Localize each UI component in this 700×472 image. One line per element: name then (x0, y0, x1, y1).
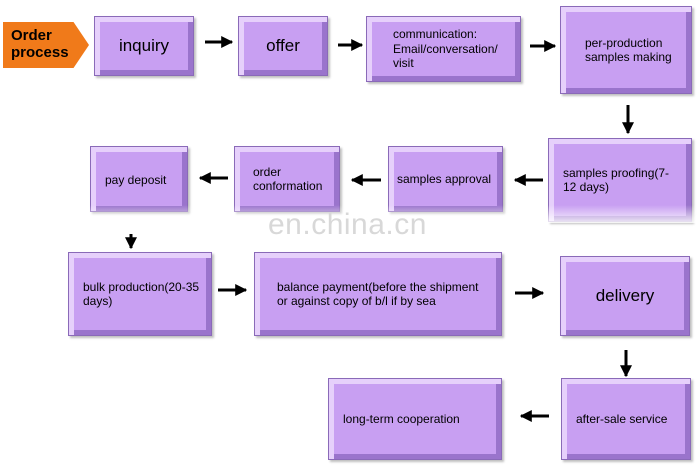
step-label: offer (266, 35, 300, 55)
order-process-start: Order process (3, 22, 89, 68)
step-offer: offer (238, 16, 328, 76)
step-label: communication: Email/conversation/ visit (393, 27, 498, 71)
step-pay-deposit: pay deposit (90, 146, 188, 212)
step-inquiry: inquiry (94, 16, 194, 76)
step-delivery: delivery (560, 256, 690, 336)
step-order-conformation: order conformation (234, 146, 340, 212)
step-bulk-production: bulk production(20-35 days) (68, 252, 212, 336)
step-label: per-production samples making (585, 35, 672, 64)
order-process-label: Order process (11, 27, 69, 61)
step-label: delivery (595, 285, 655, 305)
step-label: long-term cooperation (343, 411, 460, 426)
step-label: pay deposit (105, 173, 167, 187)
step-label: balance payment(before the shipment or a… (277, 279, 479, 308)
step-label: samples approval (397, 171, 492, 186)
step-label: after-sale service (576, 411, 668, 426)
step-label: bulk production(20-35 days) (83, 279, 200, 308)
step-long-term-cooperation: long-term cooperation (328, 378, 502, 460)
reflection-fade (90, 205, 700, 223)
step-label: inquiry (118, 35, 170, 55)
step-after-sale-service: after-sale service (561, 378, 691, 460)
step-communication: communication: Email/conversation/ visit (366, 16, 521, 82)
step-label: order conformation (253, 164, 323, 193)
step-balance-payment: balance payment(before the shipment or a… (254, 252, 502, 336)
step-pre-production: per-production samples making (560, 6, 692, 94)
watermark: en.china.cn (268, 208, 427, 241)
step-label: samples proofing(7-12 days) (563, 165, 670, 194)
